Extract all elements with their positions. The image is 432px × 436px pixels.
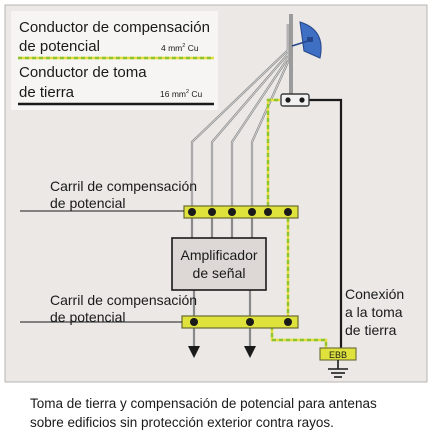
arrow-down-icon	[188, 346, 200, 358]
rail-top-label-line1: Carril de compensación	[50, 178, 197, 194]
caption-line2: sobre edificios sin protección exterior …	[30, 415, 334, 430]
earth-connection-label-line3: de tierra	[345, 322, 397, 338]
caption-line1: Toma de tierra y compensación de potenci…	[30, 396, 377, 411]
rail-bottom	[181, 315, 299, 329]
figure-caption: Toma de tierra y compensación de potenci…	[30, 394, 410, 432]
ground-icon	[328, 360, 348, 378]
legend-equipotential-label-line2: de potencial	[19, 38, 100, 55]
ebb-label: EBB	[329, 350, 347, 360]
satellite-dish-icon	[291, 21, 322, 59]
signal-amplifier	[171, 237, 267, 291]
earth-connection-label-line2: a la toma	[345, 304, 403, 320]
rail-bottom-label-line1: Carril de compensación	[50, 292, 197, 308]
coax-cables-lower	[190, 218, 254, 347]
legend-equipotential-size: 4 mm2 Cu	[161, 43, 199, 53]
legend-equipotential-label-line1: Conductor de compensación	[19, 19, 210, 36]
amplifier-label-line1: Amplificador	[180, 247, 257, 263]
earth-conductor	[306, 98, 343, 348]
amplifier-label-line2: de señal	[193, 265, 246, 281]
arrow-down-icon	[244, 346, 256, 358]
legend-earth-label-line1: Conductor de toma	[19, 64, 147, 81]
legend-box	[11, 11, 218, 110]
rail-top	[183, 205, 299, 219]
legend-earth-label-line2: de tierra	[19, 84, 75, 101]
rail-bottom-label-line2: de potencial	[50, 309, 126, 325]
equipotential-conductor	[266, 98, 328, 348]
rail-top-label-line2: de potencial	[50, 195, 126, 211]
mast-clamp	[280, 93, 310, 107]
coax-cable-bundle-highlight	[191, 24, 289, 206]
earth-connection-label-line1: Conexión	[345, 286, 404, 302]
legend-earth-size: 16 mm2 Cu	[160, 89, 203, 99]
